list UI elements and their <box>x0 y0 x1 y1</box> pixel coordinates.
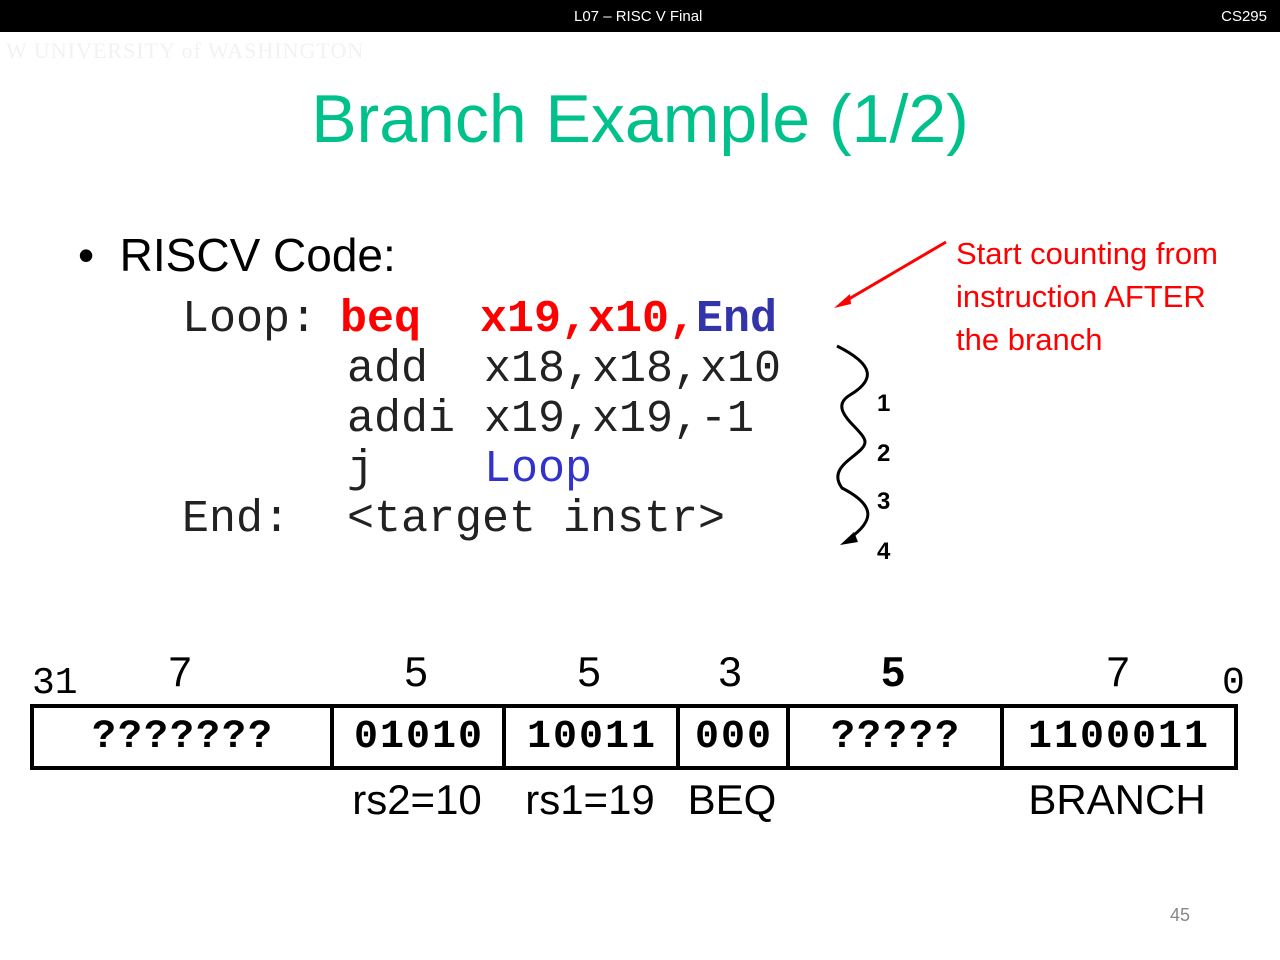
field-rs2: 01010 <box>330 708 504 766</box>
bullet-item: • RISCV Code: <box>78 229 396 281</box>
wavy-arrow-icon <box>836 344 870 540</box>
count-3: 3 <box>877 488 891 515</box>
code-args: x19,x19,-1 <box>484 394 755 445</box>
note-line: the branch <box>956 322 1103 357</box>
page-number: 45 <box>1170 905 1191 925</box>
code-op: addi <box>347 394 456 445</box>
field-width: 5 <box>577 648 601 695</box>
annotation-note: Start counting from instruction AFTER th… <box>956 232 1218 361</box>
top-bar: L07 – RISC V Final CS295 <box>0 0 1280 32</box>
code-args: x18,x18,x10 <box>484 344 782 395</box>
field-rs1: 10011 <box>502 708 678 766</box>
field-label: rs1=19 <box>525 776 655 823</box>
bullet-text: RISCV Code: <box>119 229 396 281</box>
field-width: 7 <box>1106 648 1130 695</box>
instruction-encoding: ??????? 01010 10011 000 ????? 1100011 <box>30 704 1238 770</box>
note-line: Start counting from <box>956 236 1218 271</box>
annotation-arrows <box>834 240 947 545</box>
arrow-head-icon <box>840 532 858 545</box>
field-imm-high: ??????? <box>91 715 275 760</box>
code-args-regs: x19,x10, <box>480 294 697 345</box>
field-imm-low: ????? <box>786 708 1002 766</box>
count-4: 4 <box>877 538 891 565</box>
field-opcode: 1100011 <box>1000 708 1234 766</box>
count-1: 1 <box>877 390 891 417</box>
university-logo: W UNIVERSITY of WASHINGTON <box>6 38 365 63</box>
field-width: 5 <box>881 648 905 695</box>
code-op: <target instr> <box>347 494 726 545</box>
code-op: beq <box>340 294 422 345</box>
msb-label: 31 <box>32 662 78 705</box>
lsb-label: 0 <box>1222 662 1245 705</box>
lecture-title: L07 – RISC V Final <box>574 8 703 25</box>
code-args: Loop <box>484 444 593 495</box>
field-label: BRANCH <box>1028 776 1206 823</box>
code-op: add <box>347 344 429 395</box>
field-label: rs2=10 <box>352 776 482 823</box>
field-width: 5 <box>404 648 428 695</box>
code-args-target: End <box>696 294 778 345</box>
field-width: 3 <box>718 648 742 695</box>
code-args: x19,x10,End <box>480 294 777 345</box>
count-2: 2 <box>877 440 891 467</box>
course-code: CS295 <box>1221 8 1267 25</box>
code-op: j <box>347 444 375 495</box>
code-label-end: End: <box>182 494 291 545</box>
field-width: 7 <box>168 648 192 695</box>
field-label: BEQ <box>687 776 777 823</box>
slide-title: Branch Example (1/2) <box>311 81 969 157</box>
red-arrow-icon <box>834 240 947 308</box>
field-funct3: 000 <box>676 708 788 766</box>
code-label-loop: Loop: <box>182 294 318 345</box>
note-line: instruction AFTER <box>956 279 1206 314</box>
